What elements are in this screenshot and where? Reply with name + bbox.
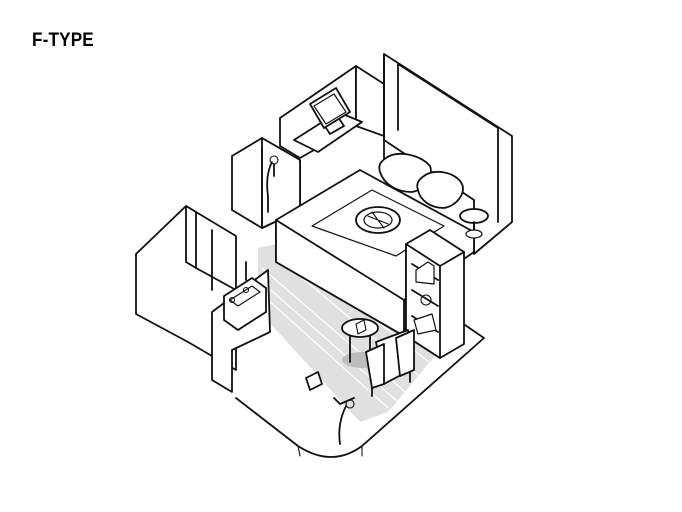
- tv-desk-area: [279, 65, 385, 159]
- entrance-area: [305, 371, 355, 445]
- shower-closet: [231, 137, 301, 229]
- headboard-wall: [383, 53, 513, 255]
- bedside-table: [459, 208, 489, 239]
- floor-slab: [235, 311, 485, 458]
- bathroom-unit: [135, 205, 271, 393]
- room-type-title: F-TYPE: [32, 30, 94, 51]
- table-and-chair: [341, 318, 415, 397]
